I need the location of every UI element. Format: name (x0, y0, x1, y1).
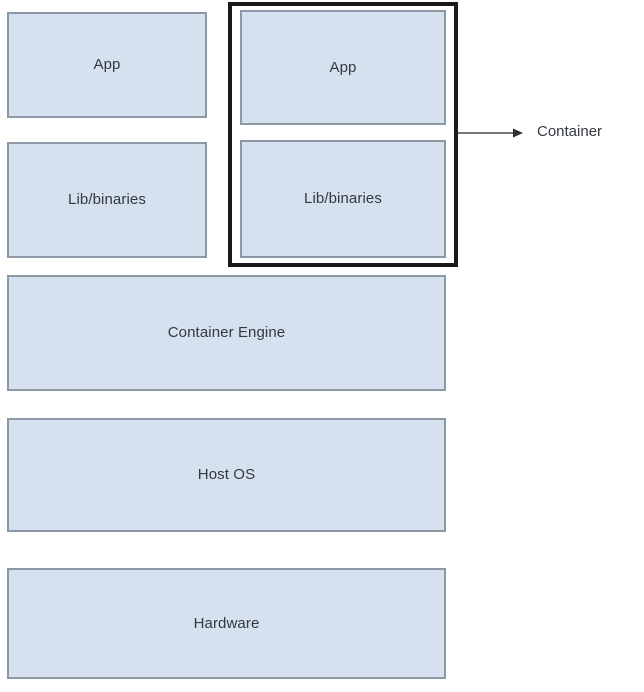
node-host-os[interactable]: Host OS (7, 418, 446, 532)
node-label: App (329, 58, 357, 76)
node-hardware[interactable]: Hardware (7, 568, 446, 679)
node-label: Hardware (193, 614, 260, 632)
node-container-engine[interactable]: Container Engine (7, 275, 446, 391)
node-lib-binaries-left[interactable]: Lib/binaries (7, 142, 207, 258)
container-annotation-label: Container (537, 123, 603, 140)
node-lib-binaries-container[interactable]: Lib/binaries (240, 140, 446, 258)
node-label: Container Engine (167, 324, 286, 341)
node-label: App (93, 56, 121, 73)
node-app-container[interactable]: App (240, 10, 446, 125)
node-label: Lib/binaries (68, 191, 146, 208)
node-app-left[interactable]: App (7, 12, 207, 118)
node-label: Host OS (197, 466, 256, 483)
arrow-right-icon (458, 128, 523, 138)
node-label: Lib/binaries (304, 190, 382, 207)
